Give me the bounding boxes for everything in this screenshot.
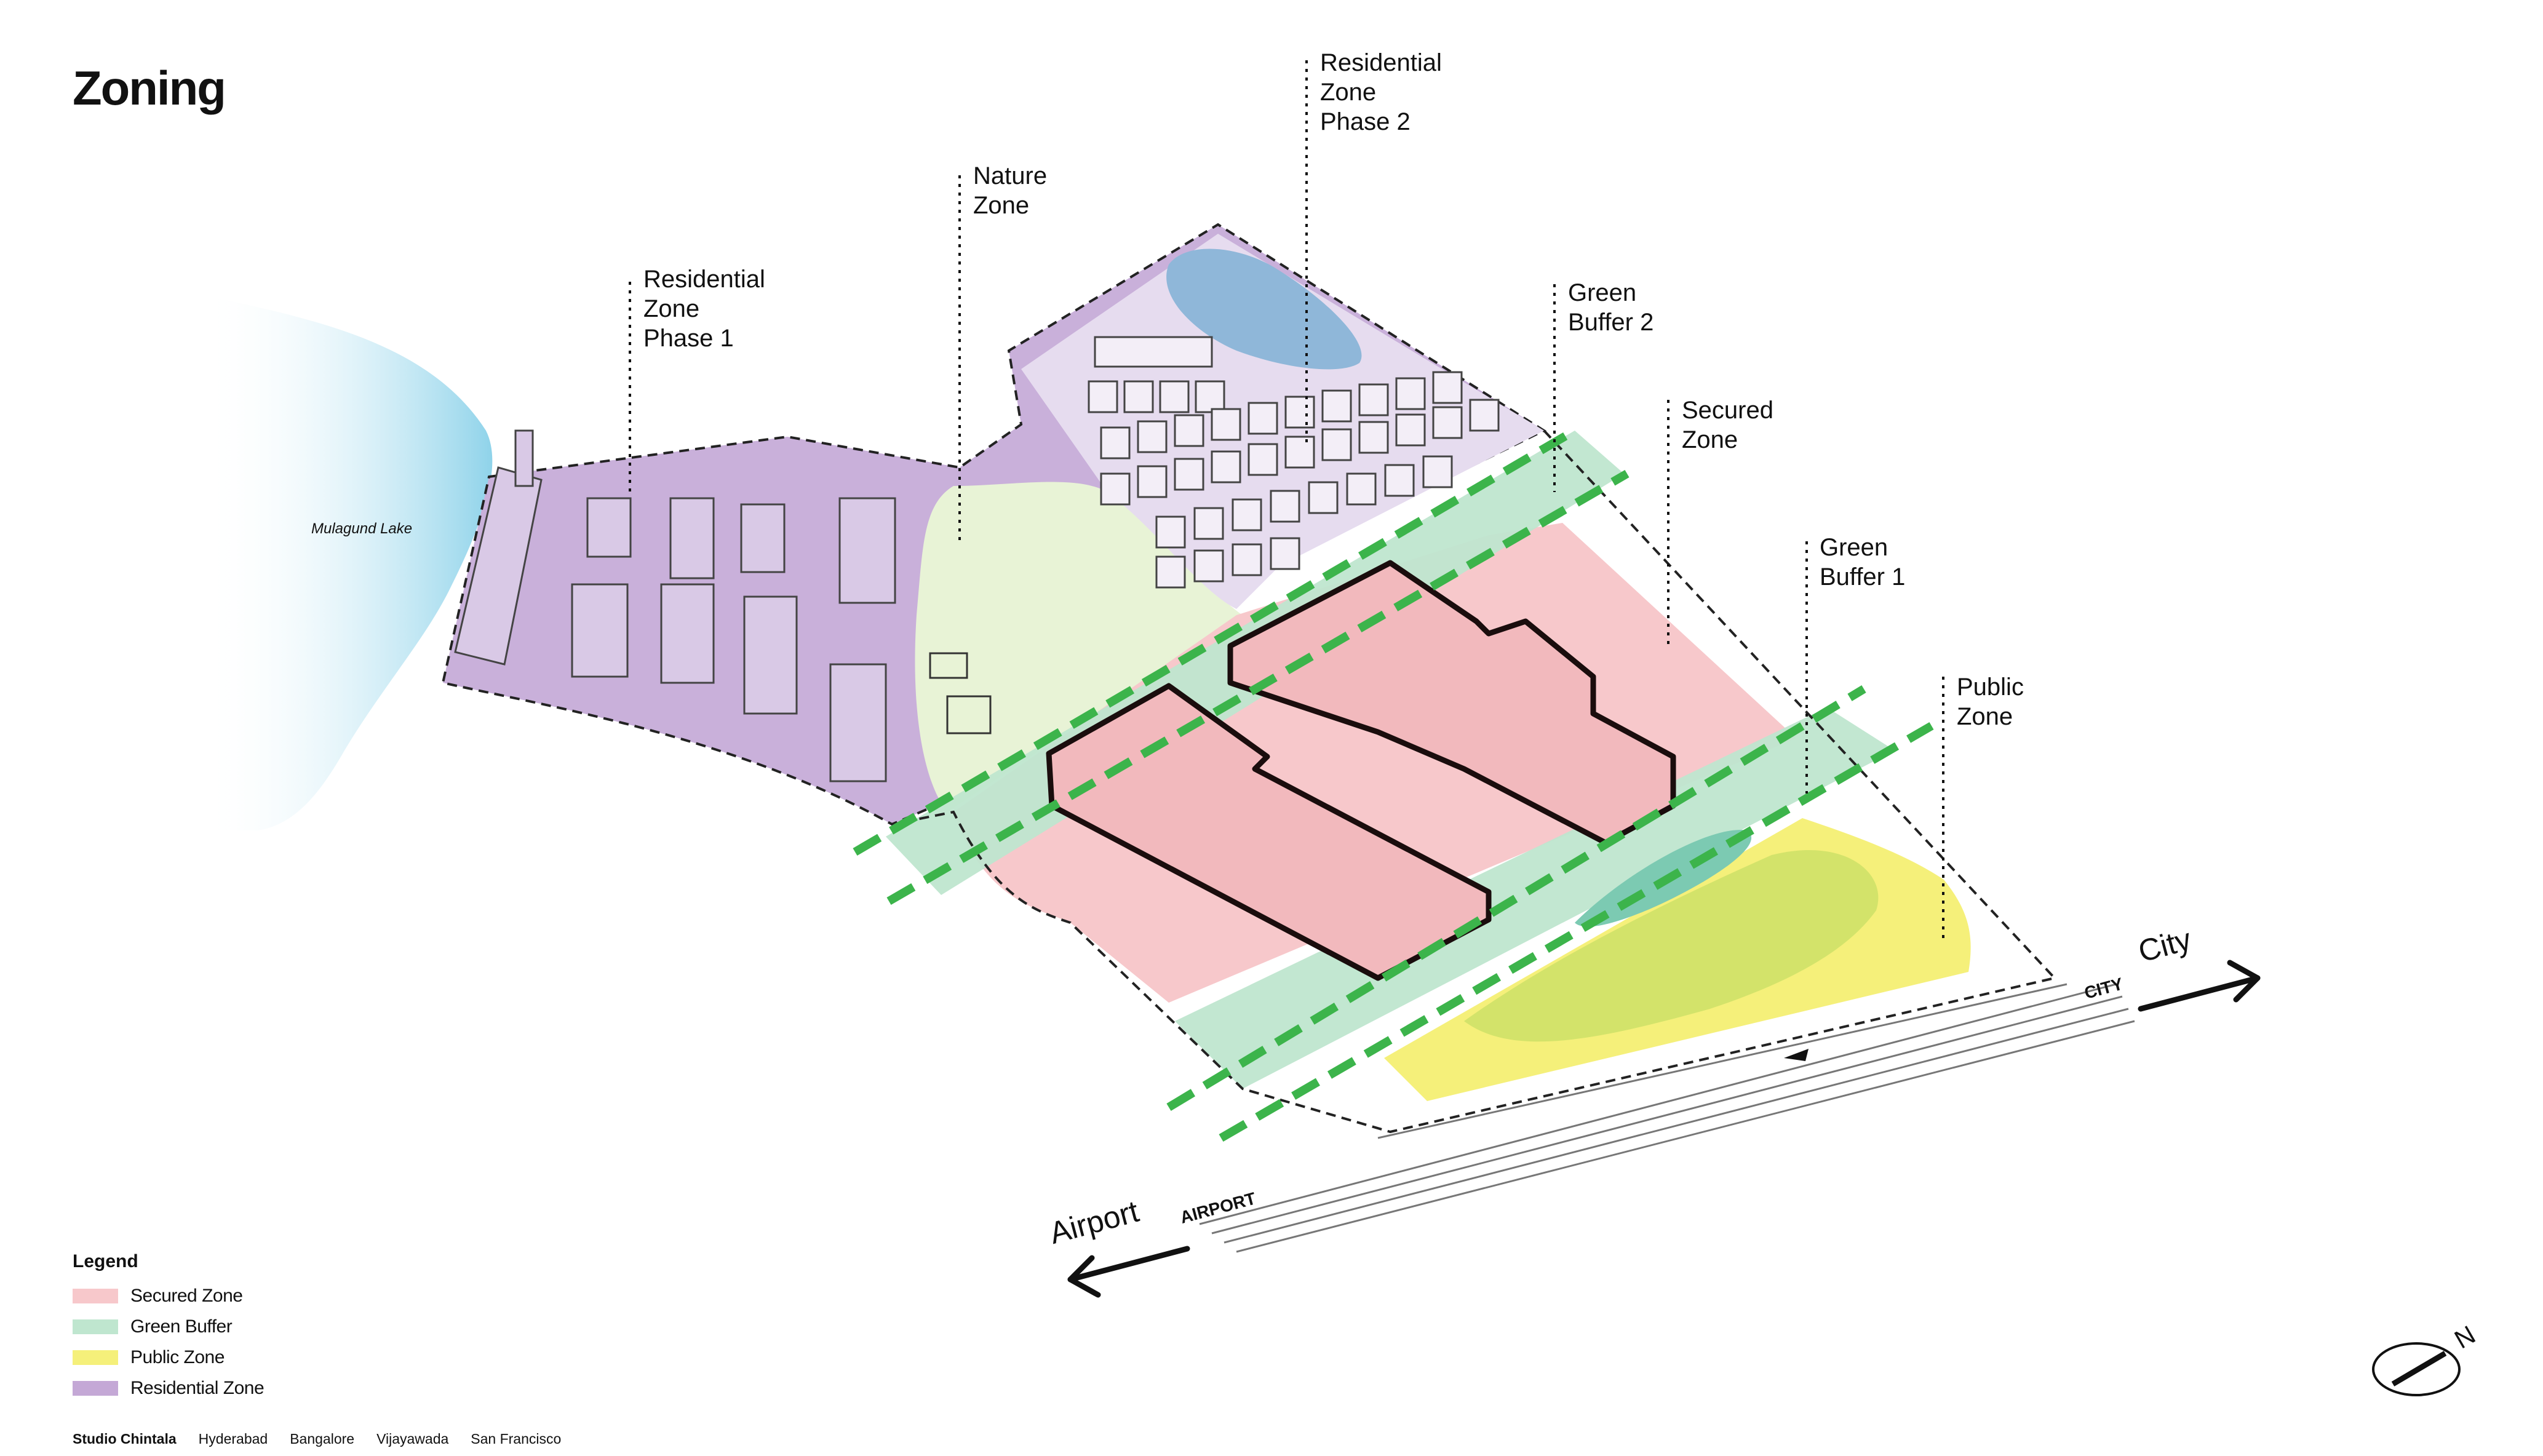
house-block (1346, 472, 1377, 506)
legend-swatch-secured (73, 1289, 118, 1303)
legend: Legend Secured Zone Green Buffer Public … (73, 1251, 265, 1404)
house-block (1321, 428, 1352, 461)
pavilion-1 (929, 652, 968, 679)
callout-public-zone: Public Zone (1957, 674, 2024, 730)
pond (1166, 249, 1362, 370)
legend-swatch-green-buffer (73, 1319, 118, 1334)
footer-city: Hyderabad (198, 1431, 268, 1447)
mulagund-lake (203, 295, 493, 830)
house-block (1270, 490, 1300, 523)
house-block (1155, 515, 1186, 549)
house-block (1270, 537, 1300, 570)
legend-item-secured: Secured Zone (73, 1281, 264, 1311)
callout-residential-zone-phase-2: Residential Zone Phase 2 (1320, 49, 1442, 135)
house-block (1395, 377, 1426, 410)
legend-label: Public Zone (130, 1347, 225, 1367)
house-block (1123, 380, 1154, 413)
legend-label: Secured Zone (130, 1286, 243, 1306)
lakeside-tower (514, 429, 534, 487)
legend-label: Green Buffer (130, 1316, 233, 1337)
residential-phase-2-area (1021, 234, 1544, 609)
north-needle-icon (2391, 1351, 2447, 1386)
house-block (1308, 481, 1339, 514)
roads (1199, 983, 2135, 1253)
city-arrow (2138, 960, 2261, 1012)
footer-city: Vijayawada (376, 1431, 449, 1447)
road-marker-triangle (1784, 1049, 1809, 1061)
legend-item-public: Public Zone (73, 1342, 264, 1373)
house-block (1358, 383, 1389, 416)
legend-label: Residential Zone (130, 1378, 265, 1398)
house-block (1174, 414, 1204, 447)
house-block (1232, 498, 1262, 531)
page-title: Zoning (73, 61, 226, 115)
residential-phase-1-houses (571, 497, 896, 782)
pavilion-2 (946, 695, 992, 734)
phase-2-slab (1094, 336, 1213, 368)
callout-nature-zone: Nature Zone (973, 162, 1048, 219)
callout-green-buffer-1: Green Buffer 1 (1820, 534, 1906, 591)
house-block (1284, 436, 1315, 469)
callout-residential-zone-phase-1: Residential Zone Phase 1 (643, 266, 765, 352)
legend-item-green-buffer: Green Buffer (73, 1311, 264, 1342)
house-block (1248, 402, 1278, 435)
residential-phase-2-houses (1088, 371, 1500, 589)
house-block (1469, 399, 1500, 432)
house-block (1100, 426, 1131, 459)
house-block (1137, 465, 1168, 498)
house-block (1232, 543, 1262, 576)
buffer-lines (853, 426, 1934, 1142)
footer-city: San Francisco (471, 1431, 562, 1447)
callout-secured-zone: Secured Zone (1682, 397, 1773, 453)
secured-zone-area (953, 523, 1796, 1003)
house-block (1195, 380, 1225, 413)
house-block (1432, 406, 1463, 439)
house-block (1395, 413, 1426, 447)
house-block (1384, 464, 1415, 497)
house-block (1100, 472, 1131, 506)
public-zone-lawn (1464, 850, 1879, 1042)
house-block (1422, 455, 1453, 488)
legend-item-residential: Residential Zone (73, 1373, 265, 1404)
lakeside-slab (454, 466, 543, 666)
house-block (1137, 420, 1168, 453)
airport-arrow (1067, 1246, 1190, 1298)
house-block (1432, 371, 1463, 404)
house-block (1284, 396, 1315, 429)
house-block (1159, 380, 1190, 413)
house-block (1193, 507, 1224, 540)
house-block (1088, 380, 1118, 413)
callout-leaders (629, 60, 1944, 941)
house-block (1155, 555, 1186, 589)
secured-building-west (1046, 683, 1492, 981)
legend-title: Legend (73, 1251, 138, 1271)
legend-swatch-public (73, 1350, 118, 1365)
studio-name: Studio Chintala (73, 1431, 177, 1447)
footer-city: Bangalore (290, 1431, 355, 1447)
footer: Studio Chintala Hyderabad Bangalore Vija… (73, 1431, 561, 1447)
house-block (1358, 421, 1389, 454)
north-compass (2372, 1342, 2461, 1396)
secured-building-east (1227, 560, 1676, 846)
house-block (1193, 549, 1224, 583)
house-block (1321, 389, 1352, 423)
lake-label: Mulagund Lake (311, 520, 413, 537)
house-block (1248, 443, 1278, 476)
house-block (1211, 450, 1241, 483)
legend-swatch-residential (73, 1381, 118, 1396)
house-block (1211, 408, 1241, 441)
callout-green-buffer-2: Green Buffer 2 (1568, 279, 1654, 336)
site-boundary (891, 429, 2057, 1134)
house-block (1174, 458, 1204, 491)
